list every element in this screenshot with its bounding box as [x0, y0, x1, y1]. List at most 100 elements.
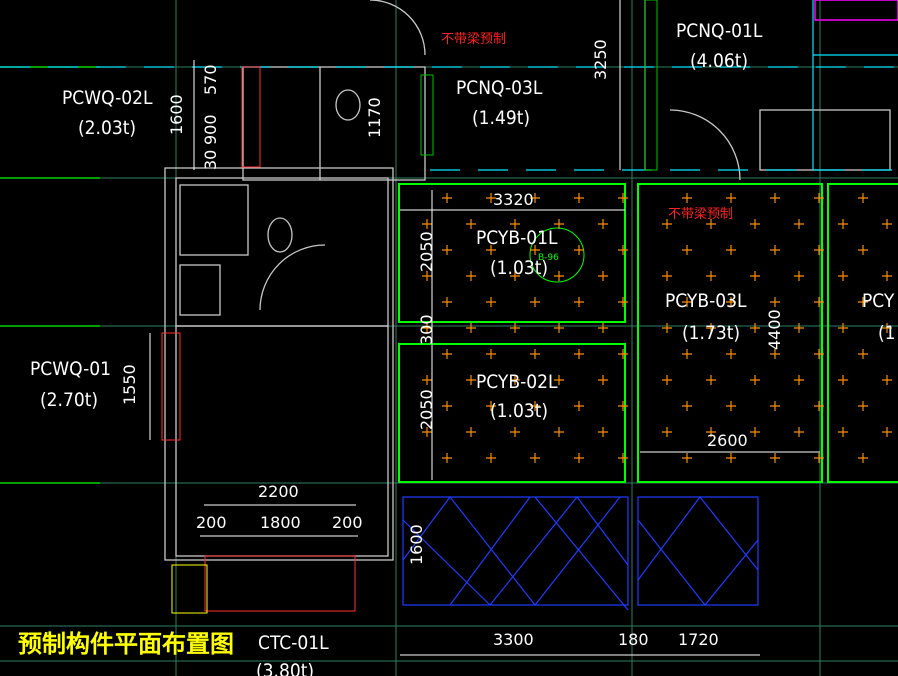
cross-mark: [814, 297, 824, 307]
cross-mark: [682, 453, 692, 463]
cross-mark: [858, 349, 868, 359]
cross-mark: [794, 219, 804, 229]
cross-mark: [486, 193, 496, 203]
dimension-text: 3320: [493, 190, 534, 209]
cross-mark: [662, 323, 672, 333]
component-weight: (1.03t): [490, 257, 548, 279]
component-name: PCWQ-02L: [62, 87, 153, 109]
cross-mark: [726, 297, 736, 307]
cross-mark: [554, 375, 564, 385]
dimension-text: 2600: [707, 431, 748, 450]
cross-mark: [726, 453, 736, 463]
hatched-walls: [161, 0, 658, 612]
cross-mark: [858, 453, 868, 463]
component-weight: (1: [878, 322, 896, 344]
dimension-text: 2050: [417, 231, 436, 272]
cross-mark: [682, 349, 692, 359]
cross-mark: [530, 245, 540, 255]
cross-mark: [442, 245, 452, 255]
cross-mark: [510, 375, 520, 385]
cross-mark: [618, 453, 628, 463]
component-weight: (4.06t): [690, 50, 748, 72]
component-weight: (2.70t): [40, 389, 98, 411]
cross-mark: [814, 349, 824, 359]
dimension-text: 1720: [678, 630, 719, 649]
cross-mark: [770, 453, 780, 463]
cross-mark: [750, 271, 760, 281]
cross-mark: [726, 245, 736, 255]
cross-mark: [466, 427, 476, 437]
cross-mark: [706, 219, 716, 229]
note-text: 不带梁预制: [441, 32, 506, 47]
cross-mark: [838, 427, 848, 437]
cross-mark: [530, 401, 540, 411]
component-name: PCY: [862, 290, 895, 312]
cross-mark: [422, 323, 432, 333]
cross-mark: [770, 245, 780, 255]
cross-mark: [750, 427, 760, 437]
cross-mark: [682, 245, 692, 255]
dimension-text: 2050: [417, 389, 436, 430]
cross-mark: [466, 219, 476, 229]
component-name: PCYB-01L: [476, 227, 558, 249]
dimension-text: 1600: [167, 94, 186, 135]
cross-mark: [682, 193, 692, 203]
magenta-outline: [814, 0, 898, 21]
cross-mark: [466, 323, 476, 333]
cross-mark: [618, 297, 628, 307]
cross-mark: [442, 401, 452, 411]
dimension-text: 3300: [493, 630, 534, 649]
note-text: 不带梁预制: [668, 207, 733, 222]
cross-mark: [662, 219, 672, 229]
cross-mark: [442, 453, 452, 463]
cross-mark: [662, 271, 672, 281]
cross-mark: [770, 297, 780, 307]
cross-mark: [794, 427, 804, 437]
cross-mark: [618, 401, 628, 411]
cross-mark: [794, 375, 804, 385]
dimension-text: 180: [618, 630, 649, 649]
cross-mark: [510, 271, 520, 281]
cross-mark: [838, 323, 848, 333]
cross-mark: [554, 323, 564, 333]
cross-mark: [662, 375, 672, 385]
dimension-text: 4400: [765, 309, 784, 350]
cross-mark: [858, 297, 868, 307]
cross-mark: [554, 427, 564, 437]
cross-mark: [554, 219, 564, 229]
cross-mark: [618, 193, 628, 203]
cross-mark: [858, 245, 868, 255]
dimension-text: 1800: [260, 513, 301, 532]
cross-mark: [510, 427, 520, 437]
cross-mark: [726, 193, 736, 203]
dimension-text: 300: [417, 314, 436, 345]
slab-cross-marks: [422, 193, 892, 463]
cross-mark: [530, 349, 540, 359]
cross-mark: [422, 427, 432, 437]
dimension-text: 200: [332, 513, 363, 532]
dimension-text: 3250: [591, 39, 610, 80]
cross-mark: [442, 193, 452, 203]
dimension-text: 1550: [120, 364, 139, 405]
cross-mark: [486, 349, 496, 359]
cross-mark: [726, 401, 736, 411]
component-name: PCYB-02L: [476, 371, 558, 393]
cross-mark: [794, 323, 804, 333]
drawing-title: 预制构件平面布置图: [18, 630, 234, 658]
dimension-text: 30: [201, 150, 220, 170]
cross-mark: [574, 349, 584, 359]
component-name: CTC-01L: [258, 632, 329, 654]
cross-mark: [486, 453, 496, 463]
walls: [164, 0, 891, 561]
cross-mark: [770, 401, 780, 411]
cross-mark: [574, 401, 584, 411]
cross-mark: [598, 375, 608, 385]
cross-mark: [838, 219, 848, 229]
cross-mark: [574, 297, 584, 307]
cross-mark: [814, 453, 824, 463]
cross-mark: [574, 453, 584, 463]
cross-mark: [882, 271, 892, 281]
